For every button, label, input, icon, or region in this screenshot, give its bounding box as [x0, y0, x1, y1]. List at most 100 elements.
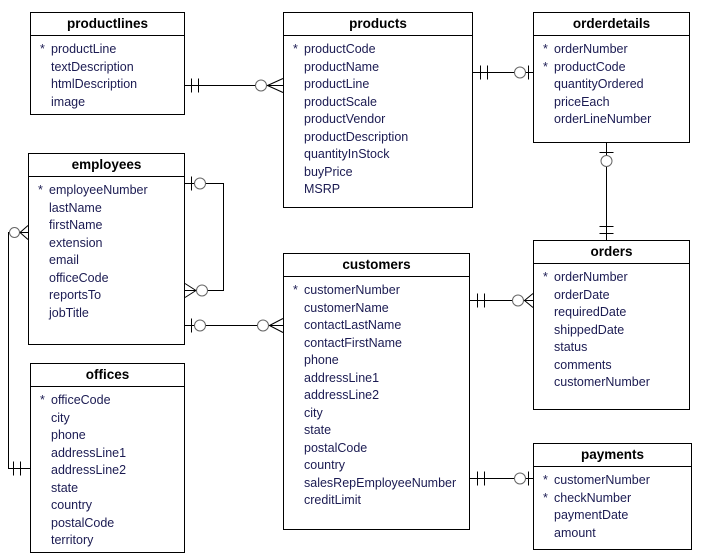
field-name: addressLine1 [51, 445, 127, 460]
rel-customers-orders [470, 293, 534, 308]
field-addressLine1: addressLine1 [293, 370, 465, 388]
field-name: shippedDate [554, 322, 625, 337]
field-name: firstName [49, 218, 103, 232]
rel-orderdetails-orders [599, 143, 614, 240]
field-name: customerNumber [554, 473, 650, 487]
field-name: salesRepEmployeeNumber [304, 475, 457, 490]
field-name: orderNumber [554, 270, 628, 284]
field-name: quantityOrdered [554, 77, 644, 91]
field-MSRP: MSRP [293, 181, 468, 199]
field-name: textDescription [51, 59, 134, 74]
field-name: quantityInStock [304, 147, 390, 161]
field-name: checkNumber [554, 490, 632, 505]
table-title-offices: offices [31, 364, 184, 387]
field-productName: productName [293, 59, 468, 77]
field-orderNumber: *orderNumber [543, 41, 685, 59]
field-name: reportsTo [49, 288, 102, 302]
field-employeeNumber: * employeeNumber [38, 182, 180, 200]
field-name: requiredDate [554, 305, 627, 319]
field-productCode: * productCode [543, 59, 685, 77]
field-name: image [51, 94, 86, 109]
field-city: city [40, 410, 180, 428]
field-postalCode: postalCode [40, 515, 180, 533]
field-shippedDate: shippedDate [543, 322, 685, 340]
field-name: employeeNumber [49, 183, 148, 197]
field-email: email [38, 252, 180, 270]
field-name: addressLine1 [304, 370, 380, 385]
field-name: comments [554, 357, 612, 372]
field-name: amount [554, 525, 596, 540]
table-payments[interactable]: payments * customerNumber * checkNumber paym… [533, 443, 692, 550]
field-name: postalCode [304, 440, 368, 455]
primary-key-marker: * [543, 270, 548, 284]
field-name: phone [304, 353, 339, 367]
rel-customers-payments [470, 471, 533, 486]
field-name: postalCode [51, 515, 115, 530]
field-contactFirstName: contactFirstName [293, 335, 465, 353]
primary-key-marker: * [543, 42, 548, 56]
table-orderdetails[interactable]: orderdetails *orderNumber* productCode qua… [533, 12, 690, 143]
field-state: state [293, 422, 465, 440]
field-name: customerNumber [304, 283, 400, 297]
primary-key-marker: * [38, 183, 43, 197]
field-salesRepEmployeeNumber: salesRepEmployeeNumber [293, 475, 465, 493]
field-extension: extension [38, 235, 180, 253]
field-country: country [293, 457, 465, 475]
field-customerNumber: customerNumber [543, 374, 685, 392]
table-title-employees: employees [29, 154, 184, 177]
field-orderLineNumber: orderLineNumber [543, 111, 685, 129]
field-productLine: *productLine [40, 41, 180, 59]
field-name: contactLastName [304, 318, 402, 332]
field-customerNumber: *customerNumber [293, 282, 465, 300]
field-textDescription: textDescription [40, 59, 180, 77]
field-productDescription: productDescription [293, 129, 468, 147]
table-title-orderdetails: orderdetails [534, 13, 689, 36]
field-name: territory [51, 533, 94, 547]
field-orderNumber: * orderNumber [543, 269, 685, 287]
table-employees[interactable]: employees * employeeNumber lastName firstNa… [28, 153, 185, 345]
field-addressLine1: addressLine1 [40, 445, 180, 463]
primary-key-marker: * [543, 473, 548, 487]
field-lastName: lastName [38, 200, 180, 218]
rel-productlines-products [185, 78, 284, 93]
field-name: productLine [304, 77, 370, 91]
table-title-products: products [284, 13, 472, 36]
field-productVendor: productVendor [293, 111, 468, 129]
field-reportsTo: reportsTo [38, 287, 180, 305]
table-title-orders: orders [534, 241, 689, 264]
field-amount: amount [543, 525, 687, 543]
field-name: lastName [49, 200, 102, 215]
field-orderDate: orderDate [543, 287, 685, 305]
rel-products-orderdetails [473, 65, 533, 80]
field-addressLine2: addressLine2 [40, 462, 180, 480]
field-name: addressLine2 [304, 388, 380, 402]
field-name: contactFirstName [304, 335, 402, 350]
primary-key-marker: * [543, 59, 548, 74]
field-productScale: productScale [293, 94, 468, 112]
field-list: * employeeNumber lastName firstName extensio… [29, 177, 184, 322]
table-title-payments: payments [534, 444, 691, 467]
rel-employees-customers [185, 318, 284, 333]
field-paymentDate: paymentDate [543, 507, 687, 525]
field-name: productCode [554, 59, 626, 74]
field-name: orderLineNumber [554, 112, 652, 126]
field-quantityInStock: quantityInStock [293, 146, 468, 164]
field-name: creditLimit [304, 493, 361, 507]
field-name: status [554, 340, 588, 354]
primary-key-marker: * [543, 490, 548, 505]
field-name: productCode [304, 42, 376, 56]
field-name: jobTitle [49, 305, 89, 320]
field-name: htmlDescription [51, 77, 138, 91]
field-firstName: firstName [38, 217, 180, 235]
field-name: state [51, 480, 79, 495]
